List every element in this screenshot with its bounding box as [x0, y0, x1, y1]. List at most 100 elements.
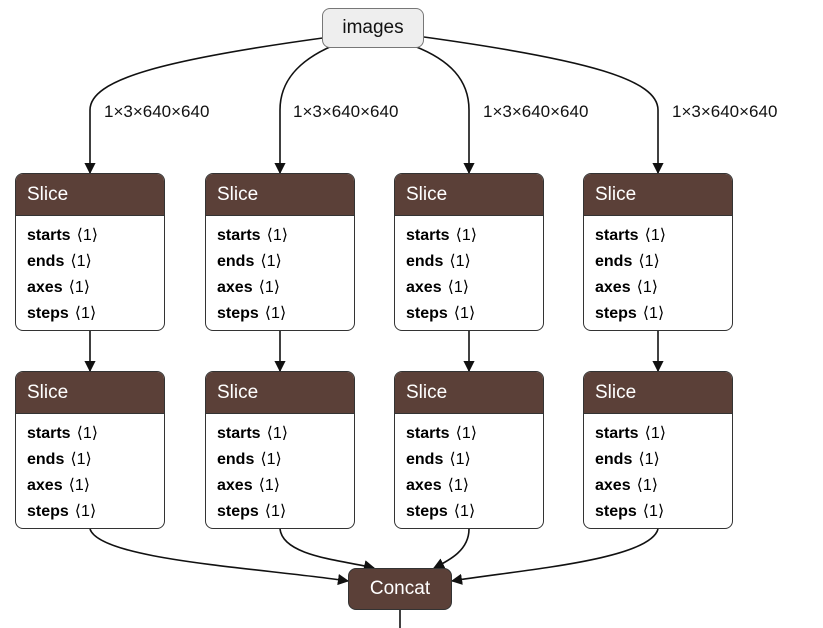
attribute-starts: starts ⟨1⟩	[217, 223, 354, 249]
attribute-ends: ends⟨1⟩	[595, 447, 732, 473]
attribute-value: ⟨1⟩	[644, 227, 666, 244]
edge-slice-1b-to-concat	[89, 528, 350, 586]
attribute-name: ends	[27, 451, 65, 468]
edge-images-to-slice-3	[413, 45, 475, 175]
attribute-value: ⟨1⟩	[453, 503, 476, 520]
attribute-value: ⟨1⟩	[449, 253, 471, 270]
edge-images-to-slice-4	[423, 36, 664, 175]
attribute-value: ⟨1⟩	[447, 279, 469, 296]
input-node-label: images	[342, 17, 404, 38]
attribute-axes: axes ⟨1⟩	[406, 473, 543, 499]
attribute-ends: ends ⟨1⟩	[27, 249, 164, 275]
attribute-value: ⟨1⟩	[258, 477, 280, 494]
attribute-name: ends	[406, 451, 444, 468]
attribute-value: ⟨1⟩	[449, 451, 471, 468]
attribute-name: starts	[406, 425, 450, 442]
edge-slice-4b-to-concat	[450, 528, 659, 585]
attribute-steps: steps ⟨1⟩	[595, 499, 732, 525]
attribute-value: ⟨1⟩	[264, 503, 287, 520]
attribute-name: starts	[27, 425, 71, 442]
slice-node-col2-top[interactable]: Slice starts⟨1⟩ ends⟨1⟩ axes⟨1⟩ steps⟨1⟩	[205, 173, 355, 331]
attribute-value: ⟨1⟩	[260, 253, 282, 270]
concat-node[interactable]: Concat	[348, 568, 452, 610]
attribute-name: ends	[217, 451, 255, 468]
attribute-steps: steps⟨1⟩	[27, 301, 164, 327]
attribute-starts: starts⟨1⟩	[27, 223, 164, 249]
slice-node-col4-top[interactable]: Slice starts⟨1⟩ ends⟨1⟩ axes⟨1⟩ steps⟨1⟩	[583, 173, 733, 331]
slice-node-col3-bottom[interactable]: Slice starts⟨1⟩ ends⟨1⟩ axes⟨1⟩ steps⟨1⟩	[394, 371, 544, 529]
node-title: Slice	[584, 372, 732, 414]
edge-images-to-slice-2	[274, 45, 333, 175]
attribute-ends: ends⟨1⟩	[217, 447, 354, 473]
attribute-name: ends	[595, 451, 633, 468]
attribute-starts: starts ⟨1⟩	[406, 223, 543, 249]
slice-node-col2-bottom[interactable]: Slice starts⟨1⟩ ends⟨1⟩ axes⟨1⟩ steps⟨1⟩	[205, 371, 355, 529]
attribute-name: steps	[406, 305, 448, 322]
attribute-name: ends	[27, 253, 65, 270]
attribute-list: starts⟨1⟩ ends⟨1⟩ axes⟨1⟩ steps⟨1⟩	[395, 216, 543, 327]
attribute-name: steps	[217, 305, 259, 322]
attribute-list: starts⟨1⟩ ends⟨1⟩ axes⟨1⟩ steps⟨1⟩	[206, 216, 354, 327]
attribute-name: ends	[217, 253, 255, 270]
node-title: Slice	[206, 174, 354, 216]
attribute-name: axes	[217, 477, 253, 494]
attribute-name: starts	[217, 227, 261, 244]
attribute-ends: ends ⟨1⟩	[406, 447, 543, 473]
attribute-name: starts	[595, 425, 639, 442]
attribute-value: ⟨1⟩	[453, 305, 476, 322]
attribute-axes: axes ⟨1⟩	[27, 275, 164, 301]
attribute-name: ends	[406, 253, 444, 270]
attribute-axes: axes ⟨1⟩	[595, 275, 732, 301]
edge-label-shape-1: 1×3×640×640	[102, 102, 212, 122]
attribute-value: ⟨1⟩	[644, 425, 666, 442]
attribute-axes: axes ⟨1⟩	[406, 275, 543, 301]
attribute-value: ⟨1⟩	[266, 227, 288, 244]
slice-node-col1-bottom[interactable]: Slice starts⟨1⟩ ends⟨1⟩ axes⟨1⟩ steps⟨1⟩	[15, 371, 165, 529]
attribute-steps: steps⟨1⟩	[595, 301, 732, 327]
attribute-name: axes	[27, 279, 63, 296]
attribute-name: axes	[406, 477, 442, 494]
attribute-value: ⟨1⟩	[642, 503, 665, 520]
attribute-name: ends	[595, 253, 633, 270]
slice-node-col4-bottom[interactable]: Slice starts⟨1⟩ ends⟨1⟩ axes⟨1⟩ steps⟨1⟩	[583, 371, 733, 529]
attribute-steps: steps⟨1⟩	[217, 301, 354, 327]
attribute-list: starts⟨1⟩ ends⟨1⟩ axes⟨1⟩ steps⟨1⟩	[584, 216, 732, 327]
attribute-ends: ends ⟨1⟩	[595, 249, 732, 275]
attribute-value: ⟨1⟩	[447, 477, 469, 494]
attribute-value: ⟨1⟩	[74, 503, 97, 520]
attribute-value: ⟨1⟩	[455, 425, 477, 442]
edge-label-shape-3: 1×3×640×640	[481, 102, 591, 122]
input-node-images[interactable]: images	[322, 8, 424, 48]
attribute-value: ⟨1⟩	[636, 279, 658, 296]
attribute-name: steps	[595, 503, 637, 520]
attribute-value: ⟨1⟩	[74, 305, 97, 322]
attribute-name: starts	[406, 227, 450, 244]
slice-node-col1-top[interactable]: Slice starts⟨1⟩ ends⟨1⟩ axes⟨1⟩ steps⟨1⟩	[15, 173, 165, 331]
slice-node-col3-top[interactable]: Slice starts⟨1⟩ ends⟨1⟩ axes⟨1⟩ steps⟨1⟩	[394, 173, 544, 331]
attribute-list: starts⟨1⟩ ends⟨1⟩ axes⟨1⟩ steps⟨1⟩	[16, 216, 164, 327]
attribute-value: ⟨1⟩	[638, 253, 660, 270]
attribute-name: axes	[406, 279, 442, 296]
edge-slice-2b-to-concat	[279, 528, 376, 572]
attribute-value: ⟨1⟩	[455, 227, 477, 244]
attribute-list: starts⟨1⟩ ends⟨1⟩ axes⟨1⟩ steps⟨1⟩	[206, 414, 354, 525]
attribute-list: starts⟨1⟩ ends⟨1⟩ axes⟨1⟩ steps⟨1⟩	[16, 414, 164, 525]
node-title: Slice	[395, 372, 543, 414]
attribute-value: ⟨1⟩	[68, 477, 90, 494]
attribute-ends: ends ⟨1⟩	[217, 249, 354, 275]
attribute-name: axes	[595, 279, 631, 296]
attribute-name: steps	[595, 305, 637, 322]
node-title: Slice	[206, 372, 354, 414]
attribute-list: starts⟨1⟩ ends⟨1⟩ axes⟨1⟩ steps⟨1⟩	[395, 414, 543, 525]
edge-slice-3b-to-concat	[432, 528, 470, 569]
attribute-starts: starts ⟨1⟩	[595, 421, 732, 447]
attribute-value: ⟨1⟩	[70, 253, 92, 270]
attribute-value: ⟨1⟩	[68, 279, 90, 296]
attribute-name: starts	[27, 227, 71, 244]
edge-label-shape-2: 1×3×640×640	[291, 102, 401, 122]
attribute-name: starts	[217, 425, 261, 442]
node-title: Slice	[395, 174, 543, 216]
attribute-axes: axes⟨1⟩	[27, 473, 164, 499]
attribute-name: starts	[595, 227, 639, 244]
